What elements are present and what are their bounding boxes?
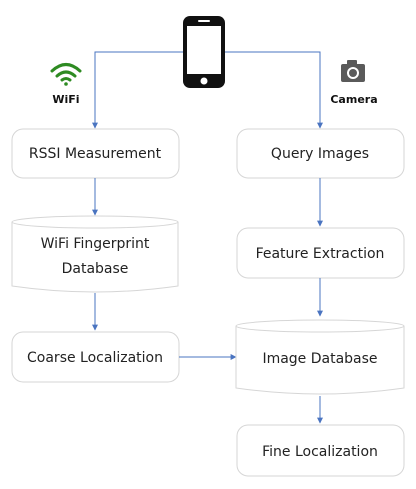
camera-icon bbox=[341, 60, 365, 82]
image-database: Image Database bbox=[235, 319, 405, 395]
fingerprint-db-label-line2: Database bbox=[62, 261, 129, 277]
fine-localization-box: Fine Localization bbox=[236, 424, 405, 477]
feature-extraction-box: Feature Extraction bbox=[236, 227, 405, 279]
edge-phone-to-rssi bbox=[92, 51, 183, 129]
coarse-localization-label: Coarse Localization bbox=[27, 350, 163, 366]
fine-localization-label: Fine Localization bbox=[262, 444, 378, 460]
wifi-label: WiFi bbox=[52, 93, 79, 106]
smartphone-icon bbox=[183, 16, 225, 88]
rssi-measurement-box: RSSI Measurement bbox=[11, 128, 180, 179]
edge-phone-to-query bbox=[225, 51, 323, 129]
wifi-icon bbox=[50, 63, 82, 86]
coarse-localization-box: Coarse Localization bbox=[11, 331, 180, 383]
rssi-measurement-label: RSSI Measurement bbox=[29, 146, 162, 162]
camera-label: Camera bbox=[330, 93, 377, 106]
wifi-fingerprint-database: WiFi Fingerprint Database bbox=[11, 215, 179, 293]
image-database-label: Image Database bbox=[262, 351, 377, 367]
fingerprint-db-label-line1: WiFi Fingerprint bbox=[41, 236, 150, 252]
feature-extraction-label: Feature Extraction bbox=[256, 246, 385, 262]
query-images-box: Query Images bbox=[236, 128, 405, 179]
query-images-label: Query Images bbox=[271, 146, 369, 162]
